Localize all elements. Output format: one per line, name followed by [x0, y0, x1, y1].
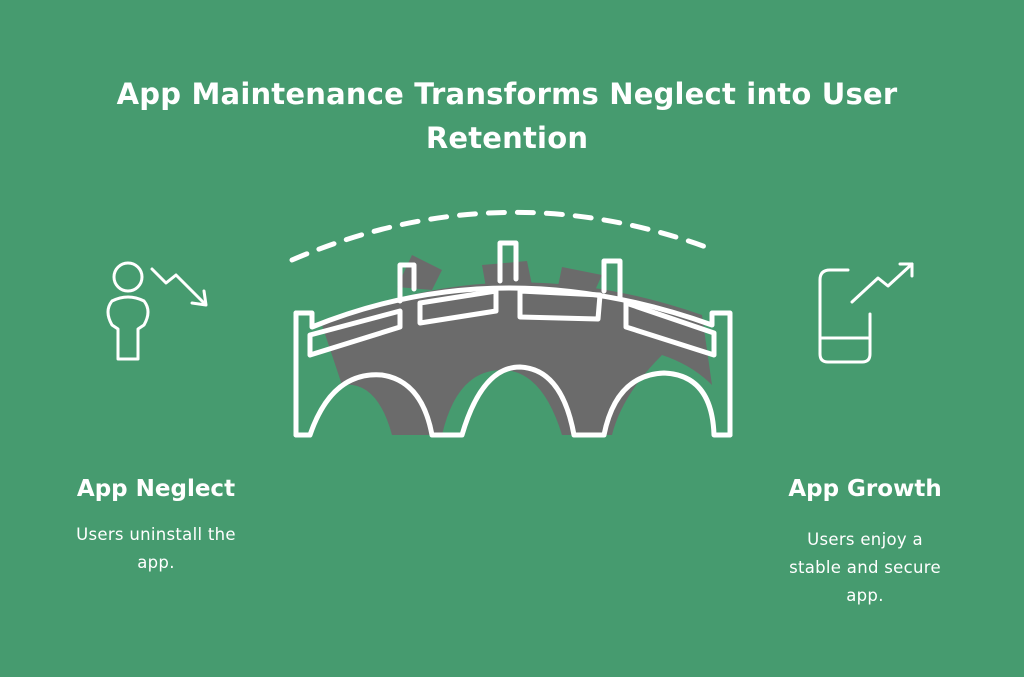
left-description: Users uninstall the app. [46, 521, 266, 577]
left-desc-line-1: Users uninstall the [76, 525, 236, 544]
title-line-1: App Maintenance Transforms Neglect into … [116, 77, 898, 111]
left-heading: App Neglect [76, 476, 236, 502]
phone-uptrend-icon [818, 262, 914, 364]
title-line-2: Retention [425, 121, 589, 155]
right-description: Users enjoy a stable and secure app. [750, 526, 980, 610]
bridge-outline [293, 240, 733, 438]
right-desc-line-3: app. [846, 586, 884, 605]
bridge-icon [289, 209, 733, 438]
user-downtrend-icon [106, 261, 208, 361]
left-desc-line-2: app. [137, 553, 175, 572]
right-heading: App Growth [788, 476, 942, 502]
dashed-arc [289, 209, 717, 263]
page-title: App Maintenance Transforms Neglect into … [0, 72, 1014, 160]
bridge-shadow [322, 255, 712, 435]
right-desc-line-2: stable and secure [789, 558, 941, 577]
right-desc-line-1: Users enjoy a [807, 530, 923, 549]
